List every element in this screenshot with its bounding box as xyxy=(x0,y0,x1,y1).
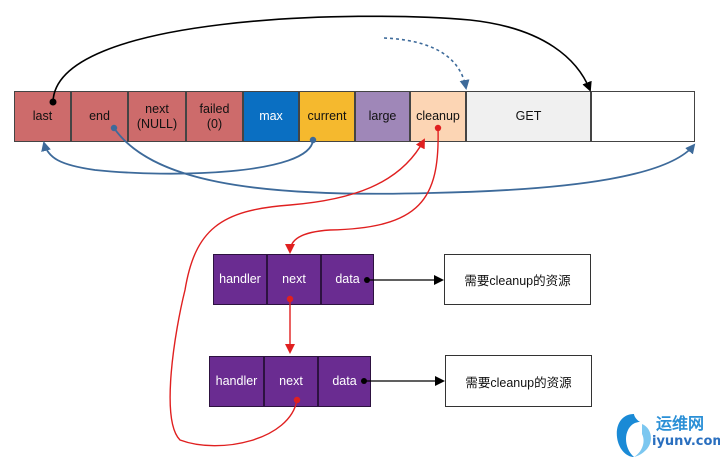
arrow-current-to-last xyxy=(41,139,314,175)
node1-handler: handler xyxy=(213,254,267,305)
node2-next: next xyxy=(264,356,318,407)
arrow-dotted-to-get xyxy=(383,37,470,90)
node1-resource-box: 需要cleanup的资源 xyxy=(444,254,591,305)
node1-data: data xyxy=(321,254,374,305)
watermark-cn: 运维网 xyxy=(656,414,705,433)
node1-next: next xyxy=(267,254,321,305)
arrow-cleanup-to-node1 xyxy=(285,127,439,254)
field-current: current xyxy=(299,91,355,142)
node2-handler: handler xyxy=(209,356,264,407)
field-get: GET xyxy=(466,91,591,142)
field-last: last xyxy=(14,91,71,142)
field-free-space xyxy=(591,91,695,142)
field-failed: failed (0) xyxy=(186,91,243,142)
node2-data: data xyxy=(318,356,371,407)
site-watermark: 运维网 iyunv.com xyxy=(612,408,720,462)
arrow-last-to-free xyxy=(52,15,592,103)
field-cleanup: cleanup xyxy=(410,91,466,142)
field-max: max xyxy=(243,91,299,142)
field-next: next (NULL) xyxy=(128,91,186,142)
node2-resource-box: 需要cleanup的资源 xyxy=(445,355,592,407)
field-large: large xyxy=(355,91,410,142)
watermark-url: iyunv.com xyxy=(652,434,720,449)
watermark-logo-icon xyxy=(616,414,651,457)
field-end: end xyxy=(71,91,128,142)
